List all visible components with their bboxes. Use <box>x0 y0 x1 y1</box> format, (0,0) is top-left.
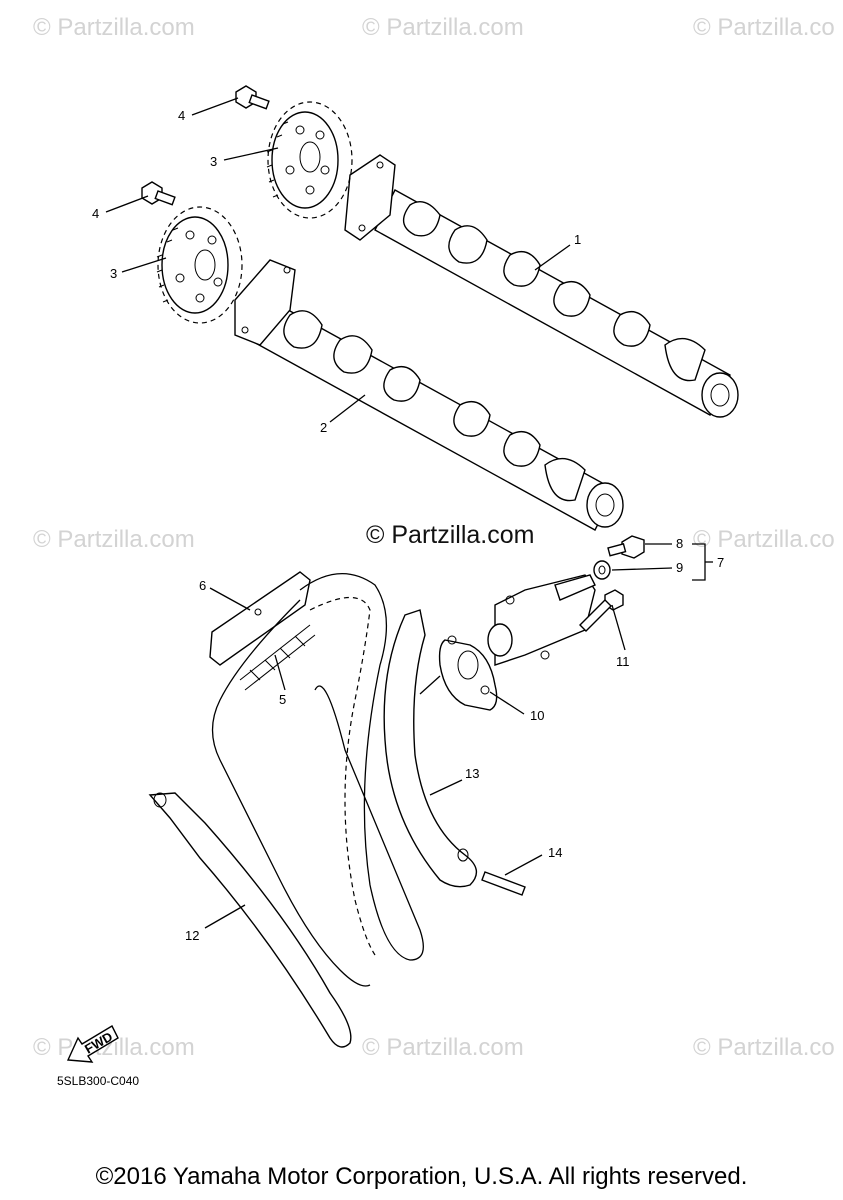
tensioner-gasket[interactable] <box>438 635 498 711</box>
tensioner-lever[interactable] <box>148 792 352 1048</box>
chain-guide-top[interactable] <box>209 571 311 666</box>
tensioner-cap-bolt[interactable] <box>607 535 645 559</box>
callout-14: 14 <box>548 845 562 860</box>
sprocket-bolt-upper[interactable] <box>235 85 270 110</box>
watermark: © Partzilla.com <box>33 14 195 41</box>
diagram-code: 5SLB300-C040 <box>57 1074 140 1088</box>
forward-arrow-icon: FWD <box>66 1025 119 1063</box>
callout-2: 2 <box>320 420 327 435</box>
callout-3: 3 <box>110 266 117 281</box>
callout-9: 9 <box>676 560 683 575</box>
callout-12: 12 <box>185 928 199 943</box>
callout-4: 4 <box>92 206 99 221</box>
watermark: © Partzilla.co <box>693 14 835 41</box>
watermark: © Partzilla.co <box>693 1034 835 1061</box>
tensioner-mount-bolt[interactable] <box>579 589 624 632</box>
watermark: © Partzilla.com <box>33 526 195 553</box>
watermark: © Partzilla.com <box>362 1034 524 1061</box>
callout-11: 11 <box>616 654 630 669</box>
sprocket-bolt-lower[interactable] <box>141 181 176 206</box>
cam-sprocket-upper[interactable] <box>266 101 353 219</box>
tensioner-washer[interactable] <box>593 560 611 580</box>
chain-guide-rear[interactable] <box>383 609 478 888</box>
cam-flange-2 <box>234 259 296 346</box>
watermark: © Partzilla.com <box>362 14 524 41</box>
leader-lines <box>105 97 713 929</box>
cam-sprocket-lower[interactable] <box>156 206 243 324</box>
camshaft-1[interactable] <box>374 189 739 418</box>
camshaft-2[interactable] <box>249 299 624 531</box>
cam-chain-tensioner[interactable] <box>487 574 596 666</box>
center-watermark: © Partzilla.com <box>366 521 535 549</box>
callout-13: 13 <box>465 766 479 781</box>
timing-chain[interactable] <box>211 573 424 987</box>
callout-5: 5 <box>279 692 286 707</box>
guide-pin[interactable] <box>481 871 526 896</box>
callout-7: 7 <box>717 555 724 570</box>
copyright-notice: ©2016 Yamaha Motor Corporation, U.S.A. A… <box>95 1163 748 1190</box>
callout-10: 10 <box>530 708 544 723</box>
callout-6: 6 <box>199 578 206 593</box>
cam-flange-1 <box>344 154 396 241</box>
callout-1: 1 <box>574 232 581 247</box>
callout-3: 3 <box>210 154 217 169</box>
callout-8: 8 <box>676 536 683 551</box>
callout-4: 4 <box>178 108 185 123</box>
watermark: © Partzilla.co <box>693 526 835 553</box>
